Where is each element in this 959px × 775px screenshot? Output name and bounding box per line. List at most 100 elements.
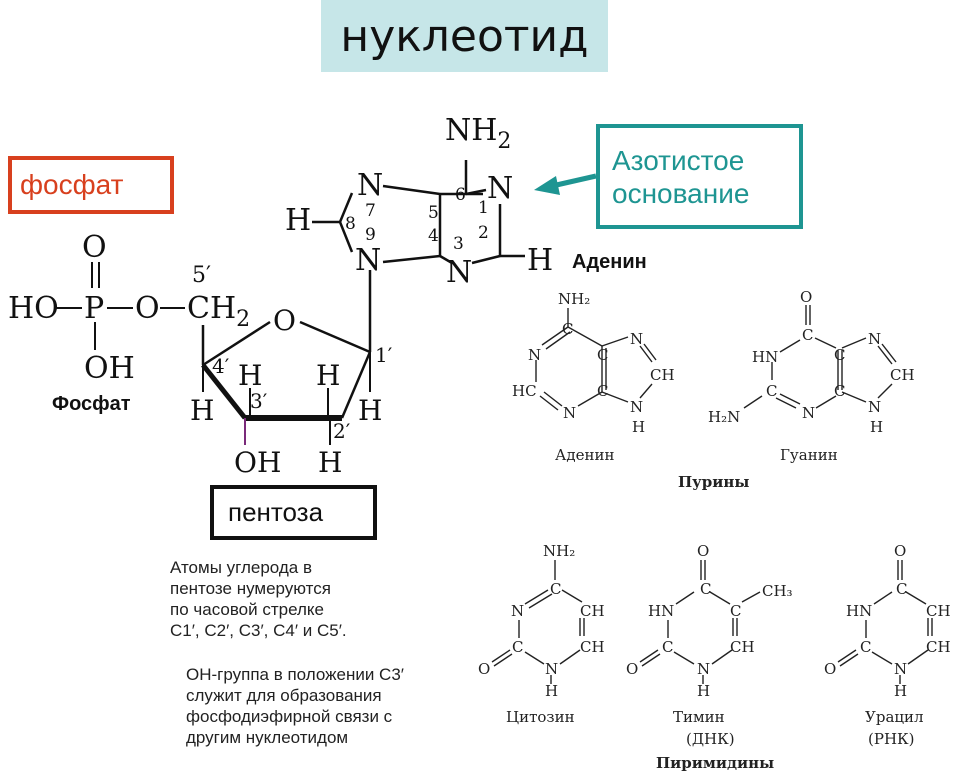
pg-hn1: HN <box>752 348 778 366</box>
pt-name: Тимин <box>673 708 725 726</box>
pos-3: 3 <box>453 234 464 254</box>
pa-hc2: HC <box>512 382 537 400</box>
pg-o: O <box>800 288 812 306</box>
adenine-n1: N <box>487 171 513 206</box>
pc-c4: C <box>550 580 561 598</box>
pg-h9: H <box>870 418 883 436</box>
pt-hn3: HN <box>648 602 674 620</box>
pos-4: 4 <box>428 226 439 246</box>
phosphate-bridge-oxygen: O <box>135 291 160 326</box>
pyrimidine-thymine: O C HN C CH₃ CH C O N H Тимин (ДНК) <box>626 542 793 748</box>
c5-prime-label: 5′ <box>192 263 211 288</box>
pa-nh2: NH₂ <box>558 290 590 308</box>
pa-name: Аденин <box>555 446 614 464</box>
pu-c4: C <box>896 580 907 598</box>
base-arrow <box>534 173 597 195</box>
adenine-n9: N <box>355 243 381 278</box>
pg-c2: C <box>766 382 777 400</box>
phosphate-oxygen-top: O <box>82 230 107 265</box>
phosphate-oh: OH <box>84 351 135 386</box>
amino-group: NH2 <box>445 113 511 154</box>
c1-prime-label: 1′ <box>375 343 393 367</box>
pt-o4: O <box>697 542 709 560</box>
carbon-numbering-note: Атомы углерода в пентозе нумеруются по ч… <box>170 558 347 640</box>
pc-name: Цитозин <box>506 708 575 726</box>
phosphate-label-box: фосфат <box>8 156 174 214</box>
pc-ch5: CH <box>580 602 605 620</box>
c2-hydrogen-up: H <box>316 359 340 392</box>
ring-oxygen: O <box>273 304 296 337</box>
pt-n1: N <box>697 660 710 678</box>
pyrimidine-cytosine: NH₂ C N CH CH C O N H Цитозин <box>478 542 605 726</box>
c3-hydrogen-up: H <box>238 359 262 392</box>
pyrimidine-uracil: O C HN CH CH C O N H Урацил (РНК) <box>824 542 951 748</box>
ch2-ch: CH <box>187 291 236 326</box>
pu-h1: H <box>894 682 907 700</box>
amino-subscript: 2 <box>497 129 511 154</box>
pyrimidines-group-label: Пиримидины <box>656 754 774 772</box>
pg-h2n: H₂N <box>708 408 740 426</box>
pos-7: 7 <box>365 201 376 221</box>
pg-n7: N <box>868 330 881 348</box>
pg-n3: N <box>802 404 815 422</box>
c1-hydrogen: H <box>358 394 382 427</box>
adenine-base: NH2 N N N N H H 1 2 3 4 5 6 7 8 9 <box>285 113 553 290</box>
pg-c6: C <box>802 326 813 344</box>
pentose-sugar: CH2 5′ O 4′ 3′ 2 <box>187 263 393 479</box>
purines-panel: NH₂ C N HC N C C N CH N H Аденин <box>512 288 915 491</box>
title-banner: нуклеотид <box>321 0 608 72</box>
pyrimidines-panel: NH₂ C N CH CH C O N H Цитозин <box>478 542 951 772</box>
pc-h1: H <box>545 682 558 700</box>
adenine-h8: H <box>285 203 311 238</box>
pu-c2: C <box>860 638 871 656</box>
pt-ch3: CH₃ <box>762 582 793 600</box>
c4-hydrogen: H <box>190 394 214 427</box>
c3-prime-label: 3′ <box>250 389 268 413</box>
pc-c2: C <box>512 638 523 656</box>
purine-adenine: NH₂ C N HC N C C N CH N H Аденин <box>512 290 675 464</box>
pa-n3: N <box>563 404 576 422</box>
pa-ch8: CH <box>650 366 675 384</box>
oh-group-note: ОН-группа в положении С3′ служит для обр… <box>186 665 404 747</box>
pg-ch8: CH <box>890 366 915 384</box>
pt-c2: C <box>662 638 673 656</box>
pt-o2: O <box>626 660 638 678</box>
pc-nh2: NH₂ <box>543 542 575 560</box>
nitrogenous-base-label-box: Азотистое основание <box>596 124 803 229</box>
arrow-head-icon <box>534 176 560 195</box>
phosphate-caption: Фосфат <box>52 393 131 415</box>
adenine-caption: Аденин <box>572 251 647 273</box>
pentose-label: пентоза <box>228 497 324 527</box>
pentose-label-box: пентоза <box>210 485 377 540</box>
pu-o4: O <box>894 542 906 560</box>
pos-6: 6 <box>455 185 466 205</box>
phosphate-label: фосфат <box>20 169 124 200</box>
pc-ch6: CH <box>580 638 605 656</box>
pg-n9: N <box>868 398 881 416</box>
ch2-subscript: 2 <box>236 307 250 332</box>
pu-o2: O <box>824 660 836 678</box>
pa-c5: C <box>597 346 608 364</box>
pu-n1: N <box>894 660 907 678</box>
pt-c5: C <box>730 602 741 620</box>
pos-9: 9 <box>365 225 376 245</box>
pu-ch6: CH <box>926 638 951 656</box>
pu-hn3: HN <box>846 602 872 620</box>
pos-8: 8 <box>345 214 356 234</box>
pos-2: 2 <box>478 223 489 243</box>
pu-name: Урацил <box>865 708 924 726</box>
pc-o: O <box>478 660 490 678</box>
base-label-line2: основание <box>612 177 750 209</box>
adenine-h2: H <box>527 243 553 278</box>
pa-c4: C <box>597 382 608 400</box>
base-label-line1: Азотистое <box>612 144 745 176</box>
phosphate-p: P <box>84 291 104 326</box>
phosphate-group: O HO P O OH <box>8 230 185 386</box>
pt-h1: H <box>697 682 710 700</box>
c2-prime-label: 2′ <box>333 419 351 443</box>
purines-group-label: Пурины <box>678 473 749 491</box>
adenine-n7: N <box>357 168 383 203</box>
pc-n3: N <box>511 602 524 620</box>
